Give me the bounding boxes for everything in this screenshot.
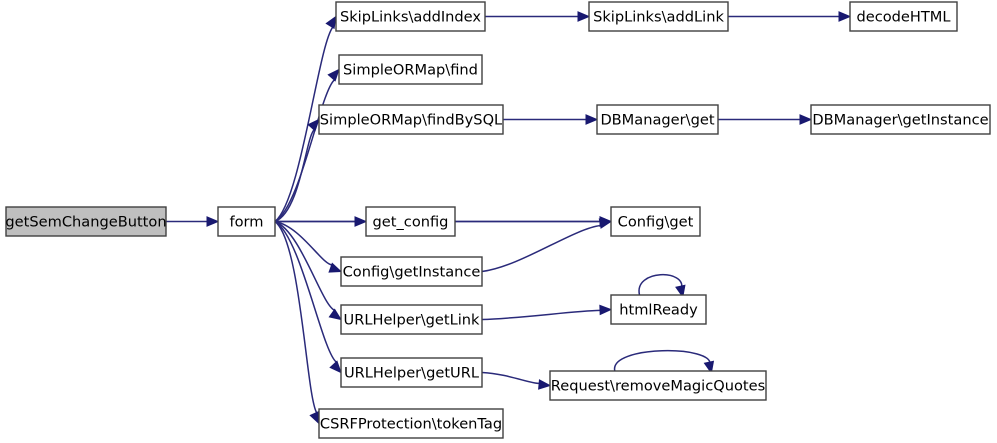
arrowhead [327,68,340,82]
node-box[interactable] [365,206,456,237]
arrowhead [599,304,613,316]
node-box[interactable] [588,1,729,32]
node-box[interactable] [338,54,483,85]
edge-line [481,309,601,321]
nodes-layer: getSemChangeButton form SkipLinks\addIndex… [5,1,991,439]
edge-addIndex-to-addLink [485,11,591,22]
edge-line [274,79,336,223]
arrowhead [307,118,320,132]
node-box[interactable] [810,104,991,135]
edge-form-to-addIndex [274,15,337,223]
node-htmlReady[interactable]: htmlReady [610,294,707,325]
edge-addLink-to-decodeHTML [728,11,852,22]
node-getLink[interactable]: URLHelper\getLink [340,304,483,335]
node-getURL[interactable]: URLHelper\getURL [340,357,483,388]
arrowhead [328,262,343,273]
node-addLink[interactable]: SkipLinks\addLink [588,1,729,32]
arrowhead [329,360,342,374]
edge-line [274,128,316,223]
edge-getSemChangeButton-to-form [166,216,220,227]
node-findBySQL[interactable]: SimpleORMap\findBySQL [318,104,504,135]
edge-form-to-configGetInstance [274,220,343,273]
node-configGetInstance[interactable]: Config\getInstance [340,256,483,287]
edge-removeMagicQuotes-to-removeMagicQuotes [614,349,715,375]
arrowhead [585,114,599,125]
edge-form-to-getLink [274,220,343,321]
node-box[interactable] [217,206,276,237]
arrowhead [577,11,591,22]
edge-form-to-find [274,68,340,223]
edge-getLink-to-htmlReady [481,304,613,321]
node-configGet[interactable]: Config\get [610,206,701,237]
node-tokenTag[interactable]: CSRFProtection\tokenTag [318,408,504,439]
edge-form-to-tokenTag [274,220,320,425]
node-box[interactable] [596,104,719,135]
node-box[interactable] [340,357,483,388]
edge-line [638,273,683,296]
edge-line [481,224,601,273]
arrowhead [703,360,715,375]
edge-form-to-get_config [275,216,368,227]
node-box[interactable] [5,206,167,237]
arrowhead [309,410,320,425]
arrowhead [838,11,852,22]
node-box[interactable] [340,304,483,335]
edge-getURL-to-removeMagicQuotes [481,371,552,390]
node-box[interactable] [610,206,701,237]
edge-line [274,26,334,223]
arrowhead [328,308,343,321]
node-box[interactable] [849,1,958,32]
node-decodeHTML[interactable]: decodeHTML [849,1,958,32]
edge-line [274,220,338,364]
arrowhead [354,216,368,227]
arrowhead [538,379,552,390]
edges-layer [166,11,852,425]
edge-configGetInstance-to-configGet [481,218,613,273]
arrowhead [598,218,613,229]
arrowhead [799,114,813,125]
node-dbget[interactable]: DBManager\get [596,104,719,135]
node-box[interactable] [318,104,504,135]
node-box[interactable] [335,1,486,32]
node-dbgetInstance[interactable]: DBManager\getInstance [810,104,991,135]
edge-htmlReady-to-htmlReady [638,273,686,299]
node-box[interactable] [610,294,707,325]
edge-line [614,349,711,372]
node-box[interactable] [340,256,483,287]
node-removeMagicQuotes[interactable]: Request\removeMagicQuotes [549,370,767,401]
edge-form-to-getURL [274,220,342,374]
node-box[interactable] [318,408,504,439]
node-addIndex[interactable]: SkipLinks\addIndex [335,1,486,32]
edge-line [274,220,336,312]
edge-dbget-to-dbgetInstance [718,114,813,125]
edge-line [481,371,540,385]
node-form[interactable]: form [217,206,276,237]
node-box[interactable] [549,370,767,401]
edge-findBySQL-to-dbget [503,114,599,125]
edge-line [274,220,333,266]
edge-get_config-to-configGet [455,216,613,227]
arrowhead [325,15,337,30]
node-find[interactable]: SimpleORMap\find [338,54,483,85]
edge-line [274,220,318,414]
node-get_config[interactable]: get_config [365,206,456,237]
arrowhead [675,284,686,299]
arrowhead [206,216,220,227]
node-getSemChangeButton[interactable]: getSemChangeButton [5,206,167,237]
edge-form-to-findBySQL [274,118,320,223]
